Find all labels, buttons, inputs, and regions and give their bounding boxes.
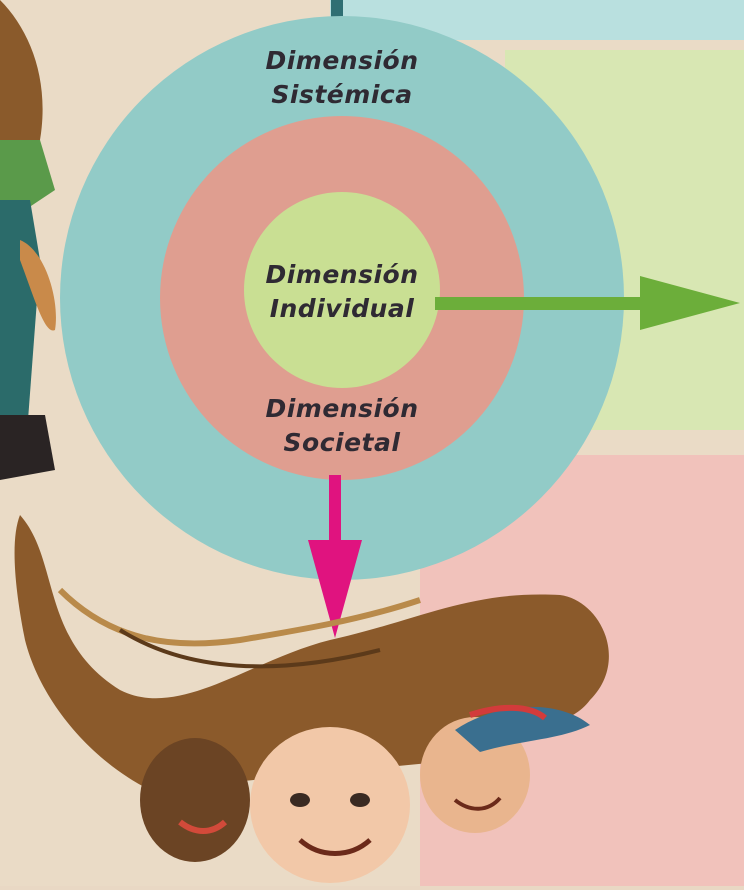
label-dimension-sistemica: Dimensión Sistémica — [212, 44, 472, 112]
children-faces-illustration — [14, 515, 609, 883]
standing-character-illustration — [0, 0, 56, 480]
inner-circle-individual — [244, 192, 440, 388]
label-societal-line2: Societal — [283, 428, 401, 457]
label-societal-line1: Dimensión — [265, 394, 419, 423]
arrow-right-icon — [435, 276, 740, 330]
label-dimension-societal: Dimensión Societal — [212, 392, 472, 460]
label-dimension-individual: Dimensión Individual — [222, 258, 462, 326]
label-individual-line2: Individual — [269, 294, 415, 323]
arrow-down-icon — [308, 475, 362, 638]
label-sistemica-line1: Dimensión — [265, 46, 419, 75]
label-individual-line1: Dimensión — [265, 260, 419, 289]
label-sistemica-line2: Sistémica — [271, 80, 413, 109]
